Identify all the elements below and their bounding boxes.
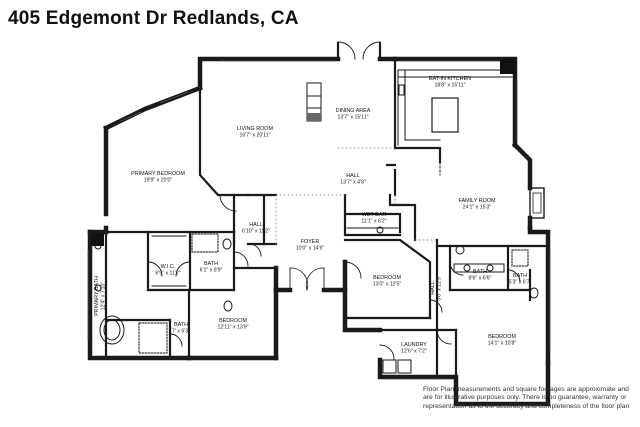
room-name: LAUNDRY bbox=[401, 342, 427, 348]
room-name: BATH bbox=[513, 273, 527, 279]
room-dims: 16'7" x 20'11" bbox=[240, 133, 271, 139]
structural-posts bbox=[91, 59, 515, 246]
room-dims: 5'3" x 6'7" bbox=[509, 280, 532, 286]
room-dims: 6'10" x 11'2" bbox=[242, 229, 270, 235]
room-name: BEDROOM bbox=[488, 334, 516, 340]
open-boundaries bbox=[275, 147, 438, 245]
room-name: FAMILY ROOM bbox=[459, 198, 496, 204]
room-name: BATH bbox=[204, 261, 218, 267]
room-name: PRIMARY BATH bbox=[94, 276, 100, 316]
room-name: FOYER bbox=[301, 239, 320, 245]
door-leaves bbox=[336, 41, 382, 61]
room-name: EAT-IN KITCHEN bbox=[429, 76, 471, 82]
disclaimer-text: Floor Plan measurements and square foota… bbox=[423, 386, 630, 410]
room-dims: 8'6" x 6'6" bbox=[469, 276, 492, 282]
room-dims: 13'7" x 4'8" bbox=[340, 180, 366, 186]
room-label: W.I.C.6'9" x 11'2" bbox=[155, 264, 180, 277]
interior-walls bbox=[104, 57, 550, 379]
door-swings bbox=[147, 41, 521, 360]
room-name: PRIMARY BEDROOM bbox=[131, 171, 185, 177]
room-name: W.I.C. bbox=[161, 264, 176, 270]
fixtures bbox=[94, 69, 545, 374]
room-dims: 19'9" x 20'0" bbox=[144, 178, 173, 184]
exterior-walls bbox=[87, 56, 551, 407]
room-name: BATH bbox=[473, 269, 487, 275]
room-name: LIVING ROOM bbox=[237, 126, 273, 132]
room-name: WET BAR bbox=[362, 212, 387, 218]
room-name: BEDROOM bbox=[219, 318, 247, 324]
windows bbox=[87, 60, 551, 407]
room-dims: 7' x 6'3" bbox=[172, 329, 190, 335]
room-dims: 10'0" x 14'6" bbox=[296, 246, 325, 252]
room-dims: 12'4" x 7'10" bbox=[101, 282, 107, 311]
room-dims: 14'1" x 10'8" bbox=[488, 341, 517, 347]
room-name: HALL bbox=[249, 222, 263, 228]
room-name: BEDROOM bbox=[373, 275, 401, 281]
room-name: BATH bbox=[174, 322, 188, 328]
room-name: DINING AREA bbox=[336, 108, 371, 114]
room-dims: 6'9" x 11'2" bbox=[155, 271, 180, 277]
room-dims: 13'7" x 15'11" bbox=[338, 115, 369, 121]
page-title: 405 Edgemont Dr Redlands, CA bbox=[8, 8, 299, 29]
room-name: HALL bbox=[430, 281, 436, 295]
room-dims: 3'0" x 12'5" bbox=[437, 275, 443, 301]
room-dims: 6'1" x 8'9" bbox=[200, 268, 223, 274]
room-dims: 12'6" x 7'2" bbox=[401, 349, 427, 355]
room-dims: 24'1" x 15'3" bbox=[463, 205, 492, 211]
room-dims: 18'8" x 15'11" bbox=[435, 83, 466, 89]
room-dims: 12'11" x 13'9" bbox=[218, 325, 249, 331]
room-dims: 11'1" x 6'2" bbox=[361, 219, 386, 225]
room-name: HALL bbox=[346, 173, 360, 179]
room-dims: 13'0" x 12'5" bbox=[373, 282, 402, 288]
